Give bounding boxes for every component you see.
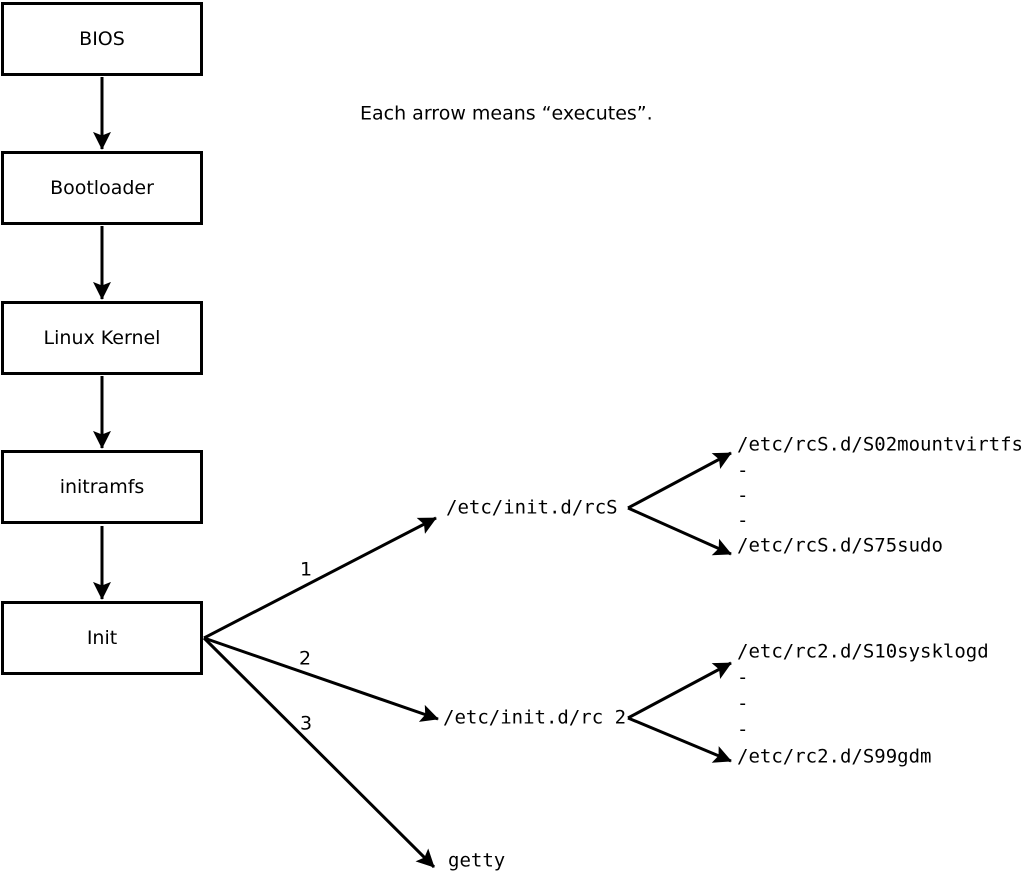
arrow-rcS-to-S02mountvirtfs: [627, 451, 732, 510]
label-rc2-ellipsis-dash: -: [737, 692, 749, 715]
box-linux-kernel-label: Linux Kernel: [43, 327, 161, 349]
label-rc2-ellipsis-dash: -: [737, 666, 749, 689]
legend-note: Each arrow means “executes”.: [360, 102, 653, 125]
branch-1-number: 1: [300, 558, 313, 581]
label-rcS-ellipsis-dash: -: [737, 484, 749, 507]
label-rcS-script-S02mountvirtfs: /etc/rcS.d/S02mountvirtfs: [737, 433, 1023, 456]
arrow-rc2-to-S10sysklogd: [627, 661, 732, 720]
label-rcS-ellipsis-dash: -: [737, 459, 749, 482]
arrow-init-to-getty: [202, 636, 436, 869]
box-bootloader-label: Bootloader: [50, 177, 154, 199]
box-initramfs-label: initramfs: [59, 476, 145, 498]
box-init-label: Init: [86, 627, 118, 649]
label-etc-init-d-rc2: /etc/init.d/rc 2: [443, 706, 627, 729]
box-bios-label: BIOS: [79, 28, 125, 50]
label-rcS-ellipsis-dash: -: [737, 509, 749, 532]
label-rcS-script-S75sudo: /etc/rcS.d/S75sudo: [737, 534, 943, 557]
box-init: Init: [1, 601, 203, 675]
label-rc2-ellipsis-dash: -: [737, 718, 749, 741]
label-rc2-script-S10sysklogd: /etc/rc2.d/S10sysklogd: [737, 640, 989, 663]
label-getty: getty: [448, 849, 506, 872]
label-rc2-script-S99gdm: /etc/rc2.d/S99gdm: [737, 745, 932, 768]
label-etc-init-d-rcS: /etc/init.d/rcS: [446, 496, 618, 519]
arrow-init-to-rcS: [203, 516, 437, 640]
arrow-rcS-to-S75sudo: [627, 506, 732, 556]
arrow-init-to-rc2: [203, 636, 439, 722]
box-initramfs: initramfs: [1, 450, 203, 524]
box-linux-kernel: Linux Kernel: [1, 301, 203, 375]
box-bootloader: Bootloader: [1, 151, 203, 225]
arrow-rc2-to-S99gdm: [627, 716, 732, 763]
box-bios: BIOS: [1, 2, 203, 76]
branch-3-number: 3: [300, 712, 313, 735]
branch-2-number: 2: [299, 647, 312, 670]
